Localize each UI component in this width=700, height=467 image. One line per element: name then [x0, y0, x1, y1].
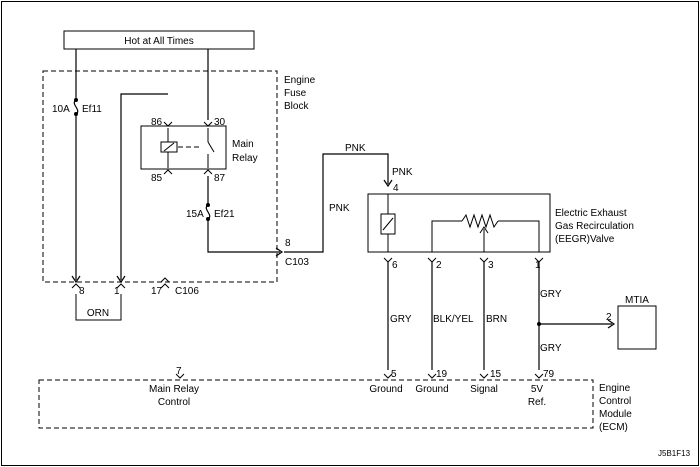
eegr-valve — [367, 193, 551, 263]
wire-label-pnk-left: PNK — [329, 203, 350, 214]
wire-label-gry-1: GRY — [390, 314, 412, 325]
ecm-outline — [38, 379, 594, 429]
eegr-label-2: Gas Recirculation — [555, 221, 634, 232]
ecm-pin-19: 19 — [436, 369, 448, 380]
wire-label-pnk-top: PNK — [345, 143, 366, 154]
relay-pin-87: 87 — [214, 173, 226, 184]
c106-connector — [71, 277, 170, 289]
eegr-pin-1: 1 — [535, 260, 541, 271]
c106-name: C106 — [175, 286, 199, 297]
eegr-label-3: (EEGR)Valve — [555, 234, 615, 245]
ecm-terminal-marks — [175, 373, 544, 379]
fuse-block-label-3: Block — [284, 101, 309, 112]
c106-pin-8: 8 — [79, 286, 85, 297]
ecm-pin-15: 15 — [490, 369, 502, 380]
fuse-ef11-name: Ef11 — [82, 104, 102, 115]
ecm-terminal-15-label: Signal — [470, 384, 498, 395]
eegr-pin-6: 6 — [392, 260, 398, 271]
ecm-terminal-79-label-1: 5V — [531, 384, 544, 395]
mtia-pin: 2 — [606, 312, 612, 323]
eegr-pin-3: 3 — [488, 260, 494, 271]
relay-pin-85: 85 — [151, 173, 163, 184]
orn-splice-box — [75, 294, 122, 321]
wires-eegr-to-ecm — [387, 262, 616, 370]
ecm-terminal-79-label-2: Ref. — [528, 397, 546, 408]
ecm-pin-79: 79 — [543, 369, 555, 380]
mtia-component — [617, 305, 657, 350]
fuse-ef21-name: Ef21 — [214, 209, 235, 220]
wire-label-gry-2: GRY — [540, 289, 562, 300]
c106-pin-17: 17 — [151, 286, 163, 297]
relay-name-1: Main — [232, 139, 254, 150]
main-relay — [140, 121, 227, 175]
ecm-terminal-5-label: Ground — [369, 384, 402, 395]
eegr-pin-4: 4 — [393, 183, 399, 194]
ecm-label-4: (ECM) — [599, 422, 628, 433]
fuse-block-label-1: Engine — [284, 75, 316, 86]
power-source-box: Hot at All Times — [63, 30, 255, 50]
mtia-label: MTIA — [625, 295, 649, 306]
fuse-ef11-rating: 10A — [52, 104, 70, 115]
wire-label-brn: BRN — [486, 314, 507, 325]
figure-id: J5B1F13 — [658, 449, 691, 458]
wire-relay-control — [116, 93, 168, 284]
eegr-pin-2: 2 — [436, 260, 442, 271]
eegr-label-1: Electric Exhaust — [555, 208, 627, 219]
power-source-label: Hot at All Times — [124, 36, 193, 47]
wire-label-blk-yel: BLK/YEL — [433, 314, 474, 325]
fuse-ef21-rating: 15A — [186, 209, 204, 220]
wire-label-orn: ORN — [87, 308, 109, 319]
ecm-label-2: Control — [599, 396, 631, 407]
ecm-terminal-7-label-2: Control — [158, 397, 190, 408]
relay-pin-86: 86 — [151, 117, 163, 128]
wire-pnk — [284, 153, 393, 253]
ecm-terminal-7-label-1: Main Relay — [149, 384, 199, 395]
ecm-label-1: Engine — [599, 383, 631, 394]
wire-label-pnk-right: PNK — [392, 167, 413, 178]
ecm-pin-7: 7 — [176, 366, 182, 377]
fuse-block-label-2: Fuse — [284, 88, 307, 99]
relay-name-2: Relay — [232, 153, 258, 164]
c103-pin: 8 — [285, 238, 291, 249]
ecm-pin-5: 5 — [391, 369, 397, 380]
ecm-label-3: Module — [599, 409, 632, 420]
relay-pin-30: 30 — [214, 117, 226, 128]
c103-name: C103 — [285, 257, 309, 268]
wire-ef21-circuit — [205, 176, 284, 257]
wire-label-gry-3: GRY — [540, 343, 562, 354]
engine-fuse-block-outline — [42, 70, 278, 283]
c106-pin-1: 1 — [114, 286, 120, 297]
wire-ef11-circuit — [71, 49, 81, 284]
ecm-terminal-19-label: Ground — [415, 384, 448, 395]
